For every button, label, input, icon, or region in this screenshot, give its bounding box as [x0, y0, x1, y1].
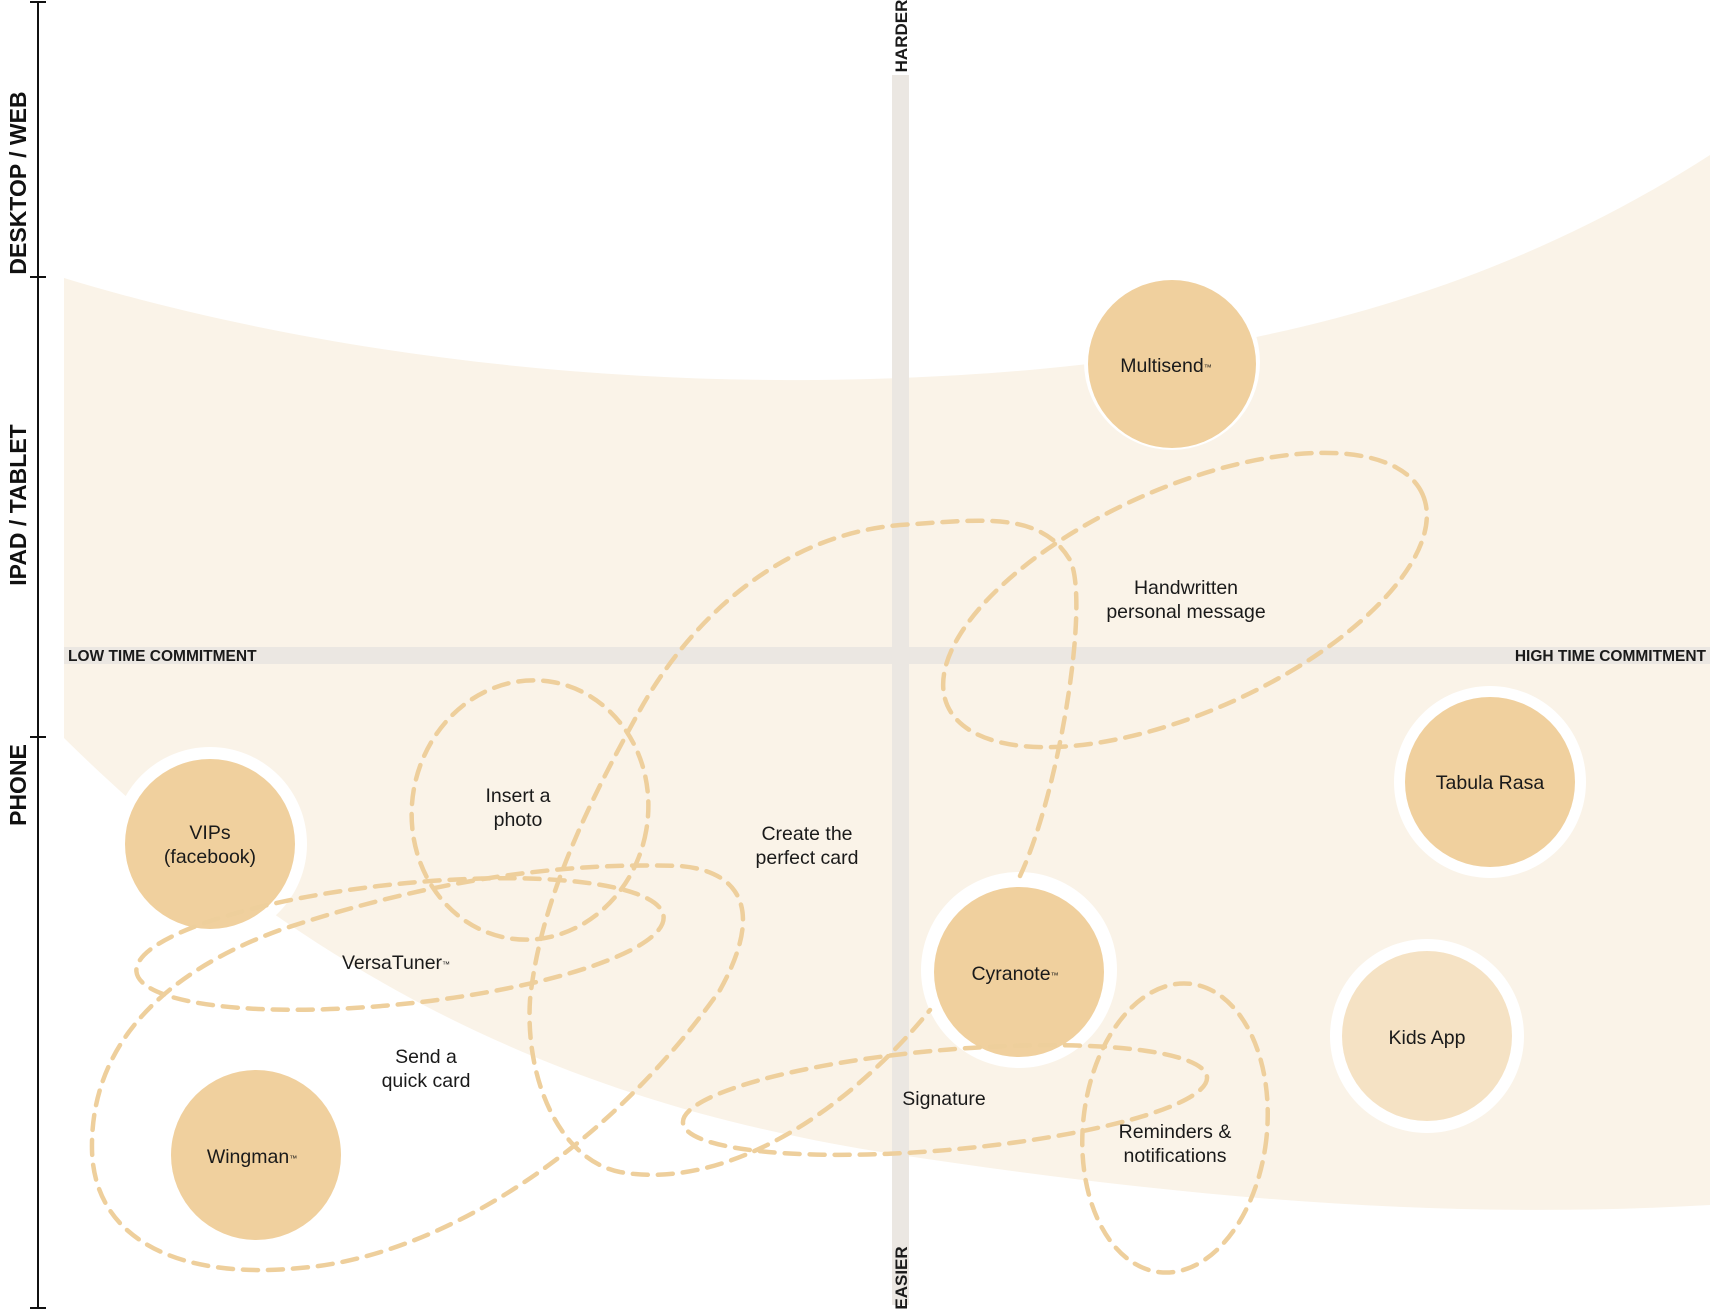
- task-label-send-quick-2: quick card: [382, 1070, 471, 1092]
- task-label-handwritten-2: personal message: [1106, 601, 1265, 623]
- trademark-mark: ™: [1204, 363, 1212, 372]
- loop-create-card: [527, 518, 1079, 1178]
- loop-handwritten: [940, 450, 1430, 750]
- axis-label-easier: EASIER: [892, 1246, 911, 1309]
- vertical-axis-line: [892, 75, 909, 1305]
- feature-cyranote[interactable]: Cyranote™: [921, 872, 1117, 1068]
- feature-vips[interactable]: VIPs (facebook): [113, 747, 307, 941]
- loop-insert-photo: [409, 678, 651, 942]
- task-label-versatuner: VersaTuner: [342, 952, 443, 974]
- tablet-band: [64, 155, 1710, 1210]
- loop-send-quick: [89, 863, 746, 1273]
- axis-label-low-time: LOW TIME COMMITMENT: [68, 648, 257, 665]
- trademark-mark: ™: [289, 1154, 297, 1163]
- axis-label-high-time: HIGH TIME COMMITMENT: [1515, 648, 1707, 665]
- feature-label: Cyranote: [971, 963, 1050, 985]
- platform-label-tablet: IPAD / TABLET: [5, 424, 31, 585]
- horizontal-axis-line: [64, 647, 1710, 664]
- loop-reminders: [1080, 981, 1270, 1275]
- platform-label-phone: PHONE: [5, 744, 31, 826]
- svg-text:Cyranote™: Cyranote™: [971, 963, 1058, 985]
- feature-kids-app[interactable]: Kids App: [1330, 939, 1524, 1133]
- task-label-handwritten-1: Handwritten: [1134, 577, 1238, 599]
- feature-label: Kids App: [1389, 1027, 1466, 1049]
- task-label-reminders-2: notifications: [1124, 1145, 1227, 1167]
- task-label-create-card-2: perfect card: [756, 847, 859, 869]
- axis-label-harder: HARDER: [892, 0, 911, 72]
- task-loops: [89, 450, 1430, 1275]
- task-label-create-card-1: Create the: [761, 823, 852, 845]
- svg-text:Multisend™: Multisend™: [1120, 355, 1211, 377]
- trademark-mark: ™: [1051, 971, 1059, 980]
- feature-label: Wingman: [207, 1146, 289, 1168]
- feature-multisend[interactable]: Multisend™: [1084, 274, 1260, 450]
- task-label-reminders-1: Reminders &: [1119, 1121, 1232, 1143]
- feature-tabula-rasa[interactable]: Tabula Rasa: [1394, 686, 1586, 878]
- feature-label: Tabula Rasa: [1436, 772, 1545, 794]
- feature-label-line1: VIPs: [189, 822, 230, 844]
- svg-text:VersaTuner™: VersaTuner™: [342, 952, 450, 974]
- loop-signature: [680, 1042, 1210, 1158]
- task-label-signature: Signature: [902, 1088, 985, 1110]
- svg-text:Wingman™: Wingman™: [207, 1146, 297, 1168]
- task-label-send-quick-1: Send a: [395, 1046, 457, 1068]
- platform-scale: [30, 1, 46, 1309]
- platform-label-desktop: DESKTOP / WEB: [5, 91, 31, 274]
- task-label-insert-photo-1: Insert a: [485, 785, 550, 807]
- task-label-insert-photo-2: photo: [494, 809, 543, 831]
- feature-label-line2: (facebook): [164, 846, 256, 868]
- trademark-mark: ™: [442, 960, 450, 969]
- feature-wingman[interactable]: Wingman™: [171, 1070, 341, 1240]
- feature-label: Multisend: [1120, 355, 1203, 377]
- loop-versatuner: [134, 875, 666, 1013]
